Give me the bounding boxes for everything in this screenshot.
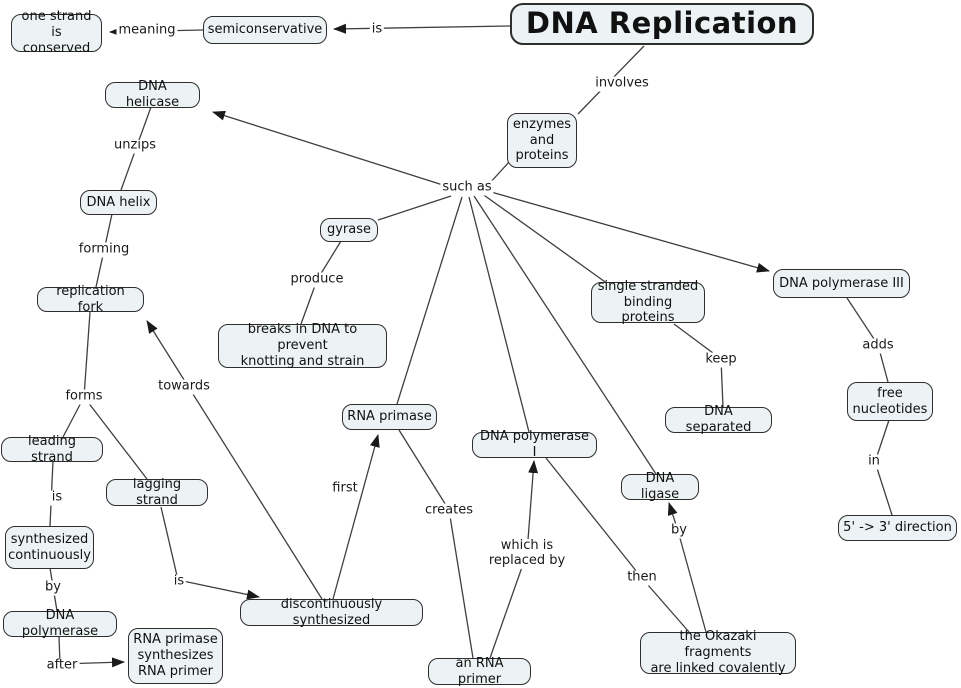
link-label-in[interactable]: in (866, 453, 882, 470)
link-label-then[interactable]: then (625, 569, 659, 586)
link-label-is-lagging[interactable]: is (171, 573, 187, 590)
link-label-after[interactable]: after (44, 657, 80, 674)
node-one-strand-is-conserved[interactable]: one strand is conserved (11, 9, 102, 56)
node-semiconservative[interactable]: semiconservative (203, 16, 327, 44)
link-label-is-semiconservative[interactable]: is (369, 21, 385, 38)
node-leading-strand[interactable]: leading strand (1, 434, 103, 465)
node-okazaki-fragments[interactable]: the Okazaki fragments are linked covalen… (640, 629, 796, 676)
link-label-forms[interactable]: forms (63, 388, 105, 405)
link-label-towards[interactable]: towards (156, 378, 212, 395)
link-label-keep[interactable]: keep (703, 351, 739, 368)
node-dna-helix[interactable]: DNA helix (80, 190, 157, 215)
node-single-stranded-binding-proteins[interactable]: single stranded binding proteins (591, 279, 705, 325)
link-label-by-leading[interactable]: by (43, 579, 63, 596)
node-free-nucleotides[interactable]: free nucleotides (847, 382, 933, 421)
link-label-is-leading[interactable]: is (49, 489, 65, 506)
link-label-such-as[interactable]: such as (440, 179, 494, 196)
link-label-meaning[interactable]: meaning (116, 22, 178, 39)
node-dna-ligase[interactable]: DNA ligase (621, 471, 699, 502)
node-lagging-strand[interactable]: lagging strand (106, 477, 208, 508)
link-label-by-okazaki[interactable]: by (669, 522, 689, 539)
node-dna-polymerase-i[interactable]: DNA polymerase I (472, 429, 597, 460)
node-dna-separated[interactable]: DNA separated (665, 404, 772, 435)
node-dna-polymerase[interactable]: DNA polymerase (3, 608, 117, 639)
node-rna-primase-synthesizes[interactable]: RNA primase synthesizes RNA primer (128, 628, 223, 684)
link-label-creates[interactable]: creates (422, 502, 476, 519)
node-synthesized-continuously[interactable]: synthesized continuously (5, 526, 94, 569)
node-replication-fork[interactable]: replication fork (37, 284, 144, 315)
node-discontinuously-synthesized[interactable]: discontinuously synthesized (240, 597, 423, 628)
link-label-unzips[interactable]: unzips (112, 137, 158, 154)
link-label-first[interactable]: first (330, 480, 360, 497)
node-dna-helicase[interactable]: DNA helicase (105, 79, 200, 110)
node-5-to-3-direction[interactable]: 5' -> 3' direction (838, 515, 957, 541)
node-dna-polymerase-iii[interactable]: DNA polymerase III (773, 269, 910, 298)
link-label-produce[interactable]: produce (288, 271, 346, 288)
node-breaks-in-dna[interactable]: breaks in DNA to prevent knotting and st… (218, 322, 387, 369)
link-label-which-is-replaced-by[interactable]: which is replaced by (486, 538, 568, 569)
node-enzymes-and-proteins[interactable]: enzymes and proteins (507, 113, 577, 168)
link-label-adds[interactable]: adds (860, 337, 896, 354)
node-an-rna-primer[interactable]: an RNA primer (428, 656, 531, 687)
node-gyrase[interactable]: gyrase (320, 218, 378, 242)
node-rna-primase[interactable]: RNA primase (342, 404, 437, 430)
link-label-involves[interactable]: involves (593, 75, 651, 92)
node-dna-replication[interactable]: DNA Replication (510, 3, 814, 45)
link-label-forming[interactable]: forming (76, 241, 132, 258)
